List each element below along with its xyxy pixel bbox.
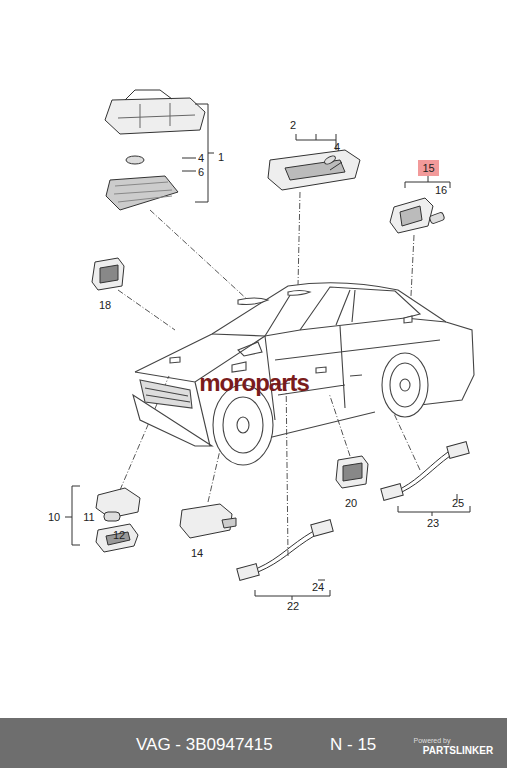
part-reference: VAG - 3B0947415	[136, 735, 273, 755]
callout-number: 12	[113, 530, 125, 541]
callout-number: 24	[312, 582, 324, 593]
callout-number: 23	[427, 518, 439, 529]
callout-number: 15	[422, 162, 434, 174]
callout-number: 2	[290, 120, 296, 131]
callout-number: 10	[48, 512, 60, 523]
callout-number: 25	[452, 498, 464, 509]
callout-number: 1	[218, 152, 224, 163]
brand-logo-text: PARTSLINKER	[423, 746, 493, 756]
callout-number: 16	[435, 185, 447, 196]
callout-number: 6	[198, 167, 204, 178]
callout-number: 18	[99, 300, 111, 311]
callout-number: 22	[287, 601, 299, 612]
callout-number: 4	[334, 142, 340, 153]
callout-number: 20	[345, 498, 357, 509]
part-reference: N - 15	[330, 735, 376, 755]
callout-number: 14	[191, 548, 203, 559]
callout-number: 4	[198, 153, 204, 164]
highlighted-callout: 15	[418, 160, 439, 176]
watermark: moroparts	[199, 371, 309, 395]
callout-number: 11	[83, 512, 94, 523]
powered-by-text: Powered by	[414, 737, 451, 744]
